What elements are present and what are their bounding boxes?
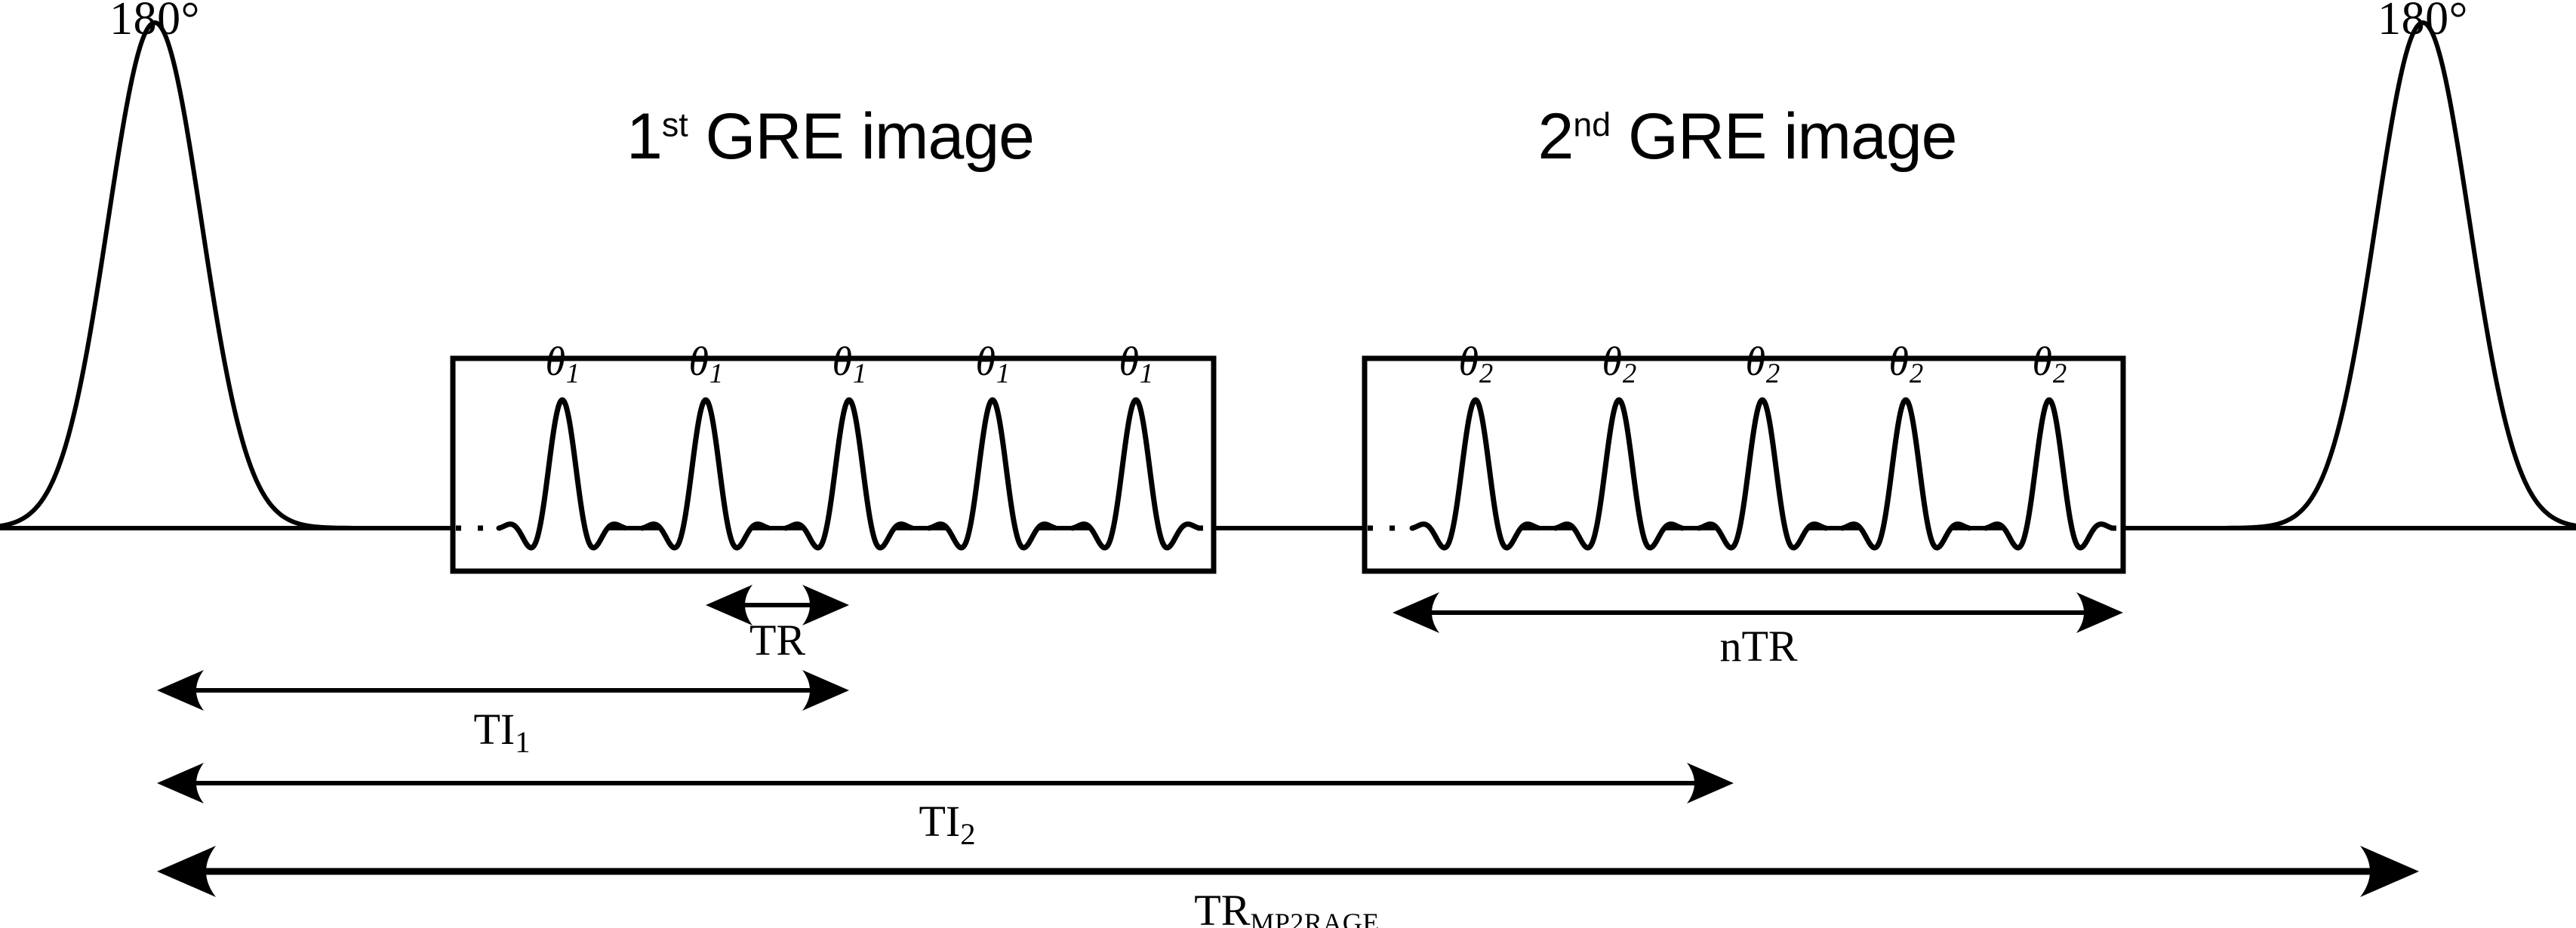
flip-angle-label-theta2-4: θ2	[1888, 339, 1924, 386]
flip-angle-label-theta2-2: θ2	[1602, 339, 1637, 386]
flip-angle-label-theta2-1: θ2	[1458, 339, 1494, 386]
timing-label-ti2-subscript: 2	[960, 816, 976, 851]
flip-angle-glyph: θ	[2032, 339, 2053, 384]
gre-block-2-title-suffix: GRE image	[1611, 100, 1958, 173]
flip-angle-subscript: 2	[1622, 357, 1637, 389]
rf-pulse-2-1	[1409, 397, 1541, 551]
timing-arrow-head-right-ti2	[1687, 763, 1734, 804]
rf-pulse-1-3	[783, 397, 915, 551]
flip-angle-glyph: θ	[832, 339, 853, 384]
timing-label-tr: TR	[749, 619, 805, 662]
timing-arrow-head-right-ti1	[802, 670, 849, 711]
timing-label-tr-text: TR	[749, 616, 806, 665]
timing-label-ti1-subscript: 1	[515, 724, 531, 759]
flip-angle-subscript: 1	[1139, 357, 1154, 389]
timing-label-ntr: nTR	[1719, 625, 1797, 668]
rf-pulse-2-2	[1553, 397, 1685, 551]
timing-label-ntr-text: nTR	[1719, 622, 1798, 671]
inversion-pulse-waveform-right	[2224, 20, 2576, 530]
rf-pulse-2-5	[1983, 397, 2116, 551]
timing-label-ti1-text: TI	[473, 705, 516, 754]
timing-label-tr-mp2rage-subscript: MP2RAGE	[1250, 908, 1380, 928]
gre-block-2-box	[1362, 355, 2126, 574]
flip-angle-label-theta1-5: θ1	[1119, 339, 1154, 386]
flip-angle-glyph: θ	[975, 339, 996, 384]
flip-angle-glyph: θ	[1602, 339, 1623, 384]
flip-angle-label-theta2-3: θ2	[1745, 339, 1780, 386]
timing-arrow-head-right-tr	[802, 585, 849, 625]
timing-label-tr-mp2rage-text: TR	[1194, 886, 1251, 928]
timing-arrow-head-left-ti1	[157, 670, 204, 711]
flip-angle-glyph: θ	[1888, 339, 1910, 384]
flip-angle-label-theta1-4: θ1	[975, 339, 1011, 386]
flip-angle-label-theta1-2: θ1	[688, 339, 724, 386]
rf-pulse-2-4	[1839, 397, 1972, 551]
rf-pulse-2-3	[1696, 397, 1829, 551]
gre-block-2-title-ordinal: nd	[1573, 106, 1611, 144]
rf-pulse-1-5	[1069, 397, 1202, 551]
flip-angle-label-theta2-5: θ2	[2032, 339, 2067, 386]
flip-angle-glyph: θ	[1745, 339, 1766, 384]
timing-arrow-head-left-ti2	[157, 763, 204, 804]
inversion-pulse-label-right: 180°	[2377, 0, 2468, 45]
timing-arrow-head-left-tr	[706, 585, 752, 625]
flip-angle-subscript: 1	[709, 357, 724, 389]
inversion-pulse-waveform-left	[0, 20, 353, 530]
rf-pulse-1-2	[639, 397, 771, 551]
gre-block-1-title-ordinal: st	[661, 106, 688, 144]
gre-block-1-title-prefix: 1	[626, 100, 663, 173]
gre-block-1-box	[450, 355, 1217, 574]
timing-label-tr-mp2rage: TRMP2RAGE	[1194, 889, 1379, 928]
flip-angle-glyph: θ	[545, 339, 566, 384]
flip-angle-subscript: 2	[1479, 357, 1494, 389]
gre-block-2-title: 2nd GRE image	[1538, 104, 1958, 169]
timing-label-ti1: TI1	[473, 705, 530, 757]
timing-label-ti2: TI2	[919, 797, 975, 850]
flip-angle-glyph: θ	[1458, 339, 1479, 384]
timing-label-ti2-text: TI	[919, 797, 961, 846]
timing-arrow-head-left-ntr	[1393, 592, 1439, 633]
timing-arrow-head-right-ntr	[2076, 592, 2123, 633]
rf-pulse-1-4	[926, 397, 1058, 551]
flip-angle-subscript: 1	[565, 357, 580, 389]
flip-angle-subscript: 2	[1909, 357, 1924, 389]
rf-pulse-1-1	[496, 397, 628, 551]
timing-arrow-head-right-tr-mp2rage	[2360, 846, 2419, 897]
gre-block-1-title: 1st GRE image	[626, 104, 1035, 169]
timing-arrow-head-left-tr-mp2rage	[157, 846, 216, 897]
flip-angle-subscript: 1	[996, 357, 1011, 389]
flip-angle-label-theta1-1: θ1	[545, 339, 580, 386]
flip-angle-glyph: θ	[688, 339, 709, 384]
gre-block-2-title-prefix: 2	[1537, 100, 1574, 173]
flip-angle-subscript: 2	[2052, 357, 2067, 389]
flip-angle-label-theta1-3: θ1	[832, 339, 867, 386]
flip-angle-subscript: 2	[1765, 357, 1780, 389]
inversion-pulse-label-left: 180°	[109, 0, 200, 45]
gre-block-1-title-suffix: GRE image	[688, 100, 1036, 173]
flip-angle-glyph: θ	[1119, 339, 1140, 384]
flip-angle-subscript: 1	[852, 357, 867, 389]
